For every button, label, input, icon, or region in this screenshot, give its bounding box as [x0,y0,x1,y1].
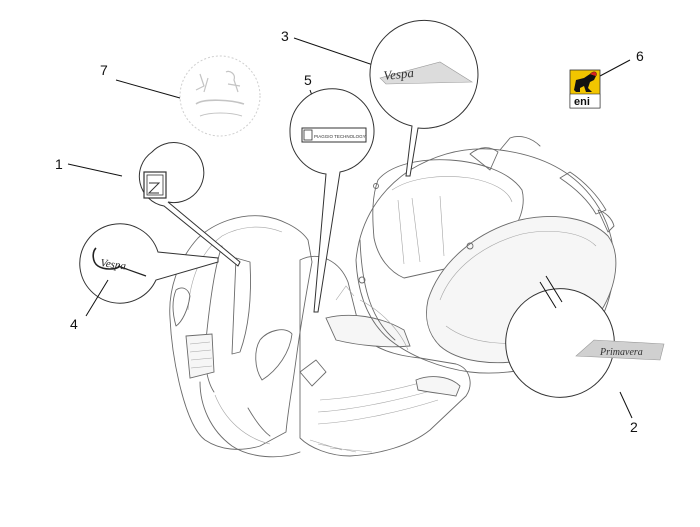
leader-line-7 [115,79,181,99]
callout-number-7: 7 [100,62,108,78]
callout-6-eni-decal: 6 eni [569,48,644,109]
square-emblem-icon [143,171,167,199]
callout-1-front-badge: 1 [55,142,241,267]
bubble-5 [289,88,375,313]
piaggio-technology-plate-icon: PIAGGIO TECHNOLOGY [301,127,367,143]
bubble-2-tail [539,275,563,309]
callout-3-vespa-side-decal: 3 Vespa [281,19,479,177]
eni-dog-icon [574,71,597,92]
leader-line-6 [599,59,631,77]
callout-4-vespa-script: Vespa 4 [70,223,219,332]
callout-number-5: 5 [304,72,312,88]
leader-line-4 [85,279,109,317]
bubble-2 [505,288,615,398]
leader-line-3 [293,37,383,69]
leader-line-1 [67,163,123,177]
vespa-side-text: Vespa [383,65,415,83]
eni-text: eni [574,96,590,108]
callout-number-3: 3 [281,28,289,44]
vespa-script-text: Vespa [100,257,128,273]
callout-number-2: 2 [630,419,638,435]
primavera-decal-icon: Primavera [575,339,665,361]
primavera-text: Primavera [599,347,643,358]
vespa-side-decal-icon: Vespa [379,61,474,85]
callout-2-primavera-decal: Primavera 2 [505,275,665,435]
callout-number-4: 4 [70,316,78,332]
piaggio-technology-text: PIAGGIO TECHNOLOGY [314,134,366,139]
vespa-badge-icon: Vespa [92,247,147,277]
vespa-anniversary-badge-icon [179,55,261,137]
bubble-3 [369,19,479,177]
callout-5-technology-plate: 5 PIAGGIO TECHNOLOGY [289,72,375,313]
callout-7-anniversary-badge: 7 [100,55,261,137]
bubble-4 [79,223,219,304]
callout-number-1: 1 [55,156,63,172]
leader-line-2 [619,391,633,419]
callout-number-6: 6 [636,48,644,64]
eni-logo-icon: eni [569,69,601,109]
